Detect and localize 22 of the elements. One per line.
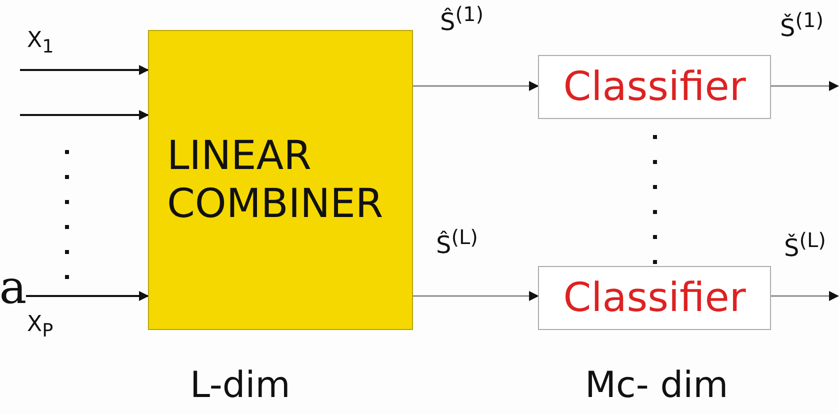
block-label: LINEAR COMBINER [167, 132, 384, 228]
signal-label: X$_{1}$ [27, 28, 54, 58]
classifier-box [538, 55, 771, 119]
signal-label: Ŝ$^{(1)}$ [440, 2, 484, 36]
signal-label: Š$^{(1)}$ [780, 8, 824, 42]
arrow [413, 81, 539, 91]
arrow [771, 291, 839, 301]
signal-label: X$_{P}$ [27, 312, 54, 342]
arrow [20, 65, 149, 75]
block-label: Classifier [563, 275, 746, 321]
signal-label: Š$^{(L)}$ [784, 228, 826, 262]
classifier-box [538, 266, 771, 330]
arrow [26, 291, 149, 301]
block-label: a [0, 264, 27, 310]
block-label: Classifier [563, 64, 746, 110]
dimension-label: L-dim [190, 365, 290, 406]
arrow [771, 81, 839, 91]
arrow [20, 110, 149, 120]
combiner-block [148, 30, 413, 330]
signal-label: Ŝ$^{(L)}$ [436, 225, 478, 259]
arrow [413, 291, 539, 301]
dimension-label: Mc- dim [585, 365, 728, 406]
